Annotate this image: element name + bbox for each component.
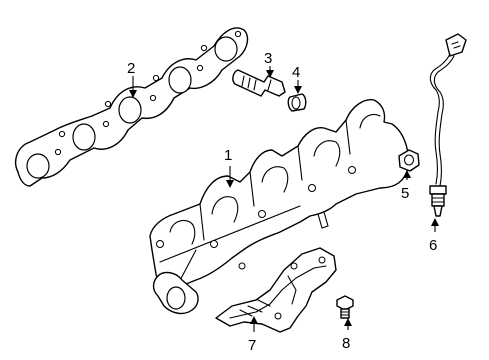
callout-4: 4 bbox=[292, 64, 300, 81]
callout-7: 7 bbox=[248, 337, 256, 354]
callout-1: 1 bbox=[224, 147, 232, 164]
manifold-gasket bbox=[14, 27, 249, 187]
collar-nut-part bbox=[287, 93, 307, 112]
callout-5: 5 bbox=[401, 185, 409, 202]
heat-shield-part bbox=[215, 247, 337, 333]
exhaust-sensor-part bbox=[429, 33, 467, 217]
leader-lines bbox=[129, 66, 439, 332]
exhaust-manifold-part bbox=[149, 99, 410, 315]
stud-part bbox=[232, 69, 286, 97]
callout-3: 3 bbox=[264, 50, 272, 67]
hex-nut-part bbox=[398, 149, 420, 172]
bolt-part bbox=[336, 295, 354, 319]
callout-2: 2 bbox=[127, 60, 135, 77]
callout-8: 8 bbox=[342, 335, 350, 352]
callout-6: 6 bbox=[429, 237, 437, 254]
